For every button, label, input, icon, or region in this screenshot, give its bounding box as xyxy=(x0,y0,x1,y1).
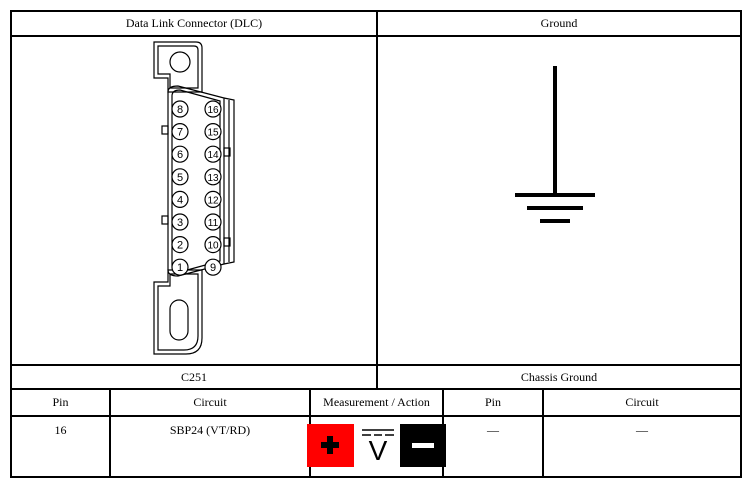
ground-title: Ground xyxy=(540,16,578,30)
col-header-circuit: Circuit xyxy=(193,395,227,409)
ground-symbol xyxy=(510,64,602,230)
pin-7-circle xyxy=(171,122,189,141)
pin-6-label: 6 xyxy=(177,149,183,161)
connector-svg: 8 7 6 5 4 3 2 1 16 15 14 13 12 11 10 9 xyxy=(153,41,235,355)
col-header-pin: Pin xyxy=(52,395,69,409)
divider-col-4 xyxy=(542,388,544,478)
pin-16-label: 16 xyxy=(207,105,219,116)
pin-14-circle xyxy=(204,145,222,163)
pin-13-label: 13 xyxy=(207,173,219,184)
pin-5-circle xyxy=(171,168,189,186)
pin-15-label: 15 xyxy=(207,128,219,139)
pin-10-label: 10 xyxy=(207,241,219,252)
pin-4-label: 4 xyxy=(177,194,183,206)
row-pin: 16 xyxy=(54,423,67,437)
col-header-measurement: Measurement / Action xyxy=(323,395,430,409)
voltage-unit-label: V xyxy=(368,435,388,466)
ground-caption: Chassis Ground xyxy=(520,369,598,384)
row-circuit: SBP24 (VT/RD) xyxy=(169,423,251,437)
pin-2-circle xyxy=(171,236,189,254)
pin-6-circle xyxy=(171,145,189,163)
row-circuit-2: — xyxy=(636,423,648,437)
row-pin-2: — xyxy=(487,423,499,437)
divider-table-body xyxy=(10,415,742,417)
pin-14-label: 14 xyxy=(207,150,219,161)
pin-11-label: 11 xyxy=(208,218,219,229)
pin-13-circle xyxy=(204,168,222,186)
pin-2-label: 2 xyxy=(177,240,183,252)
connector-id-caption: C251 xyxy=(180,369,207,384)
pin-12-label: 12 xyxy=(207,195,219,206)
pin-10-circle xyxy=(204,236,222,254)
pin-1-circle xyxy=(171,258,189,276)
dc-voltage-icon: V xyxy=(358,424,398,467)
pin-9-label: 9 xyxy=(210,262,216,274)
pin-3-label: 3 xyxy=(177,217,183,229)
pin-11-circle xyxy=(204,213,222,231)
pin-1-label: 1 xyxy=(177,262,183,274)
dlc-connector-diagram: 8 7 6 5 4 3 2 1 16 15 14 13 12 11 10 9 xyxy=(140,38,250,360)
pin-9-circle xyxy=(204,258,222,276)
pin-4-circle xyxy=(171,190,189,208)
divider-center xyxy=(376,10,378,389)
col-header-circuit-2: Circuit xyxy=(625,395,659,409)
pin-15-circle xyxy=(204,122,222,141)
positive-lead-icon xyxy=(307,424,354,467)
negative-lead-icon xyxy=(400,424,446,467)
pin-8-circle xyxy=(171,100,189,118)
pin-8-label: 8 xyxy=(177,104,183,116)
pin-12-circle xyxy=(204,190,222,208)
divider-table-header xyxy=(10,388,742,390)
pin-5-label: 5 xyxy=(177,172,183,184)
divider-col-1 xyxy=(109,388,111,478)
pin-7-label: 7 xyxy=(177,127,183,139)
measurement-action: V xyxy=(307,424,447,468)
pin-16-circle xyxy=(204,100,222,118)
pin-3-circle xyxy=(171,213,189,231)
ground-svg xyxy=(515,66,595,223)
dlc-title: Data Link Connector (DLC) xyxy=(125,16,263,30)
col-header-pin-2: Pin xyxy=(484,395,501,409)
